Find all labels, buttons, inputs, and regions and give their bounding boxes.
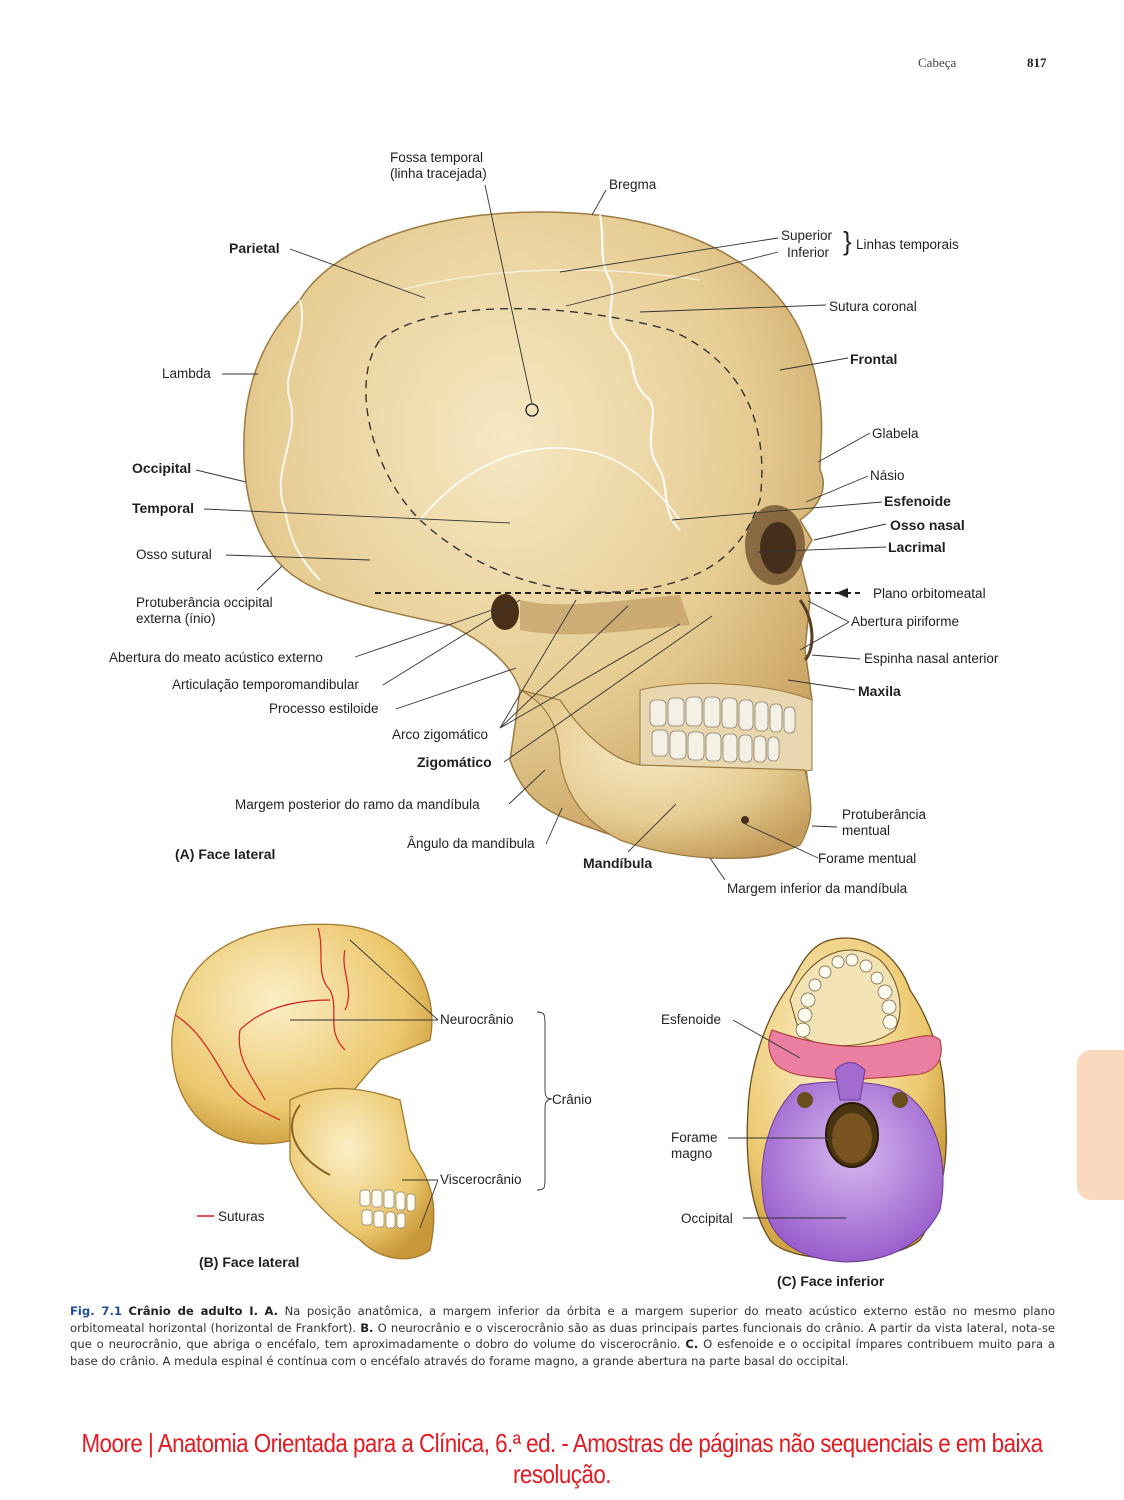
figure-a-title: (A) Face lateral — [175, 846, 276, 862]
label-lambda: Lambda — [162, 366, 211, 381]
skull-lateral-drawing — [243, 211, 860, 859]
leader-lines-b — [290, 939, 553, 1229]
figure-c-title: (C) Face inferior — [777, 1273, 885, 1289]
label-glabela: Glabela — [872, 426, 919, 441]
label-inferior: Inferior — [787, 245, 830, 260]
label-fossa-temporal: Fossa temporal (linha tracejada) — [390, 150, 487, 181]
figure-b-title: (B) Face lateral — [199, 1254, 300, 1270]
label-esfenoide-c: Esfenoide — [661, 1012, 722, 1027]
label-margem-inferior: Margem inferior da mandíbula — [727, 881, 908, 896]
leader-lines-c — [728, 1019, 846, 1219]
caption-part-a: Na posição anatômica, a margem inferior … — [70, 1304, 1056, 1335]
label-angulo-mandibula: Ângulo da mandíbula — [407, 836, 535, 851]
label-temporal: Temporal — [132, 500, 194, 516]
label-frontal: Frontal — [850, 351, 898, 367]
label-plano-orbitomeatal: Plano orbitomeatal — [873, 586, 986, 601]
label-margem-posterior-ramo: Margem posterior do ramo da mandíbula — [235, 797, 480, 812]
label-osso-sutural: Osso sutural — [136, 547, 212, 562]
label-occipital-c: Occipital — [681, 1211, 733, 1226]
label-occipital: Occipital — [132, 460, 192, 476]
label-protuberancia-occipital: Protuberância occipital externa (ínio) — [136, 595, 273, 626]
label-esfenoide: Esfenoide — [884, 493, 951, 509]
running-header-section: Cabeça — [918, 55, 957, 70]
label-abertura-piriforme: Abertura piriforme — [851, 614, 960, 629]
label-maxila: Maxila — [858, 683, 901, 699]
caption-title: Crânio de adulto I. — [128, 1304, 258, 1318]
label-osso-nasal: Osso nasal — [890, 517, 965, 533]
chapter-tab — [1077, 1050, 1124, 1200]
label-forame-mentual: Forame mentual — [818, 851, 917, 866]
leader-lines-a — [195, 184, 887, 881]
label-neurocranio: Neurocrânio — [440, 1012, 514, 1027]
caption-a-letter: A. — [264, 1304, 279, 1318]
caption-c-letter: C. — [685, 1337, 699, 1351]
label-espinha-nasal: Espinha nasal anterior — [864, 651, 999, 666]
label-processo-estiloide: Processo estiloide — [269, 701, 379, 716]
label-nasio: Násio — [870, 468, 905, 483]
label-sutura-coronal: Sutura coronal — [829, 299, 917, 314]
label-superior: Superior — [781, 228, 833, 243]
sample-footer-notice: Moore | Anatomia Orientada para a Clínic… — [81, 1428, 1043, 1489]
caption-part-c: O esfenoide e o occipital ímpares contri… — [70, 1337, 1056, 1368]
label-cranio: Crânio — [552, 1092, 592, 1107]
skull-lateral-small-drawing — [171, 923, 435, 1260]
caption-part-b: O neurocrânio e o viscerocrânio são as d… — [70, 1320, 1055, 1352]
label-meato-acustico: Abertura do meato acústico externo — [109, 650, 323, 665]
label-parietal: Parietal — [229, 240, 280, 256]
label-bregma: Bregma — [609, 177, 657, 192]
anatomy-illustrations — [171, 184, 947, 1263]
label-zigomatico: Zigomático — [417, 754, 492, 770]
label-viscerocranio: Viscerocrânio — [440, 1172, 522, 1187]
label-linhas-temporais: Linhas temporais — [856, 237, 959, 252]
label-articulacao-temporomandibular: Articulação temporomandibular — [172, 677, 359, 692]
legend-suturas: Suturas — [218, 1209, 265, 1224]
label-mandibula: Mandíbula — [583, 855, 653, 871]
label-arco-zigomatico: Arco zigomático — [392, 727, 489, 742]
page-number: 817 — [1027, 55, 1047, 70]
figure-caption: Fig. 7.1 Crânio de adulto I. A. Na posiç… — [70, 1303, 1055, 1369]
skull-inferior-drawing — [746, 937, 947, 1263]
caption-fig-label: Fig. 7.1 — [70, 1304, 122, 1318]
label-lacrimal: Lacrimal — [888, 539, 946, 555]
label-forame-magno: Forame magno — [671, 1130, 718, 1161]
label-protuberancia-mentual: Protuberância mentual — [842, 807, 927, 838]
brace-linhas-temporais: } — [843, 226, 852, 256]
caption-b-letter: B. — [360, 1320, 374, 1335]
